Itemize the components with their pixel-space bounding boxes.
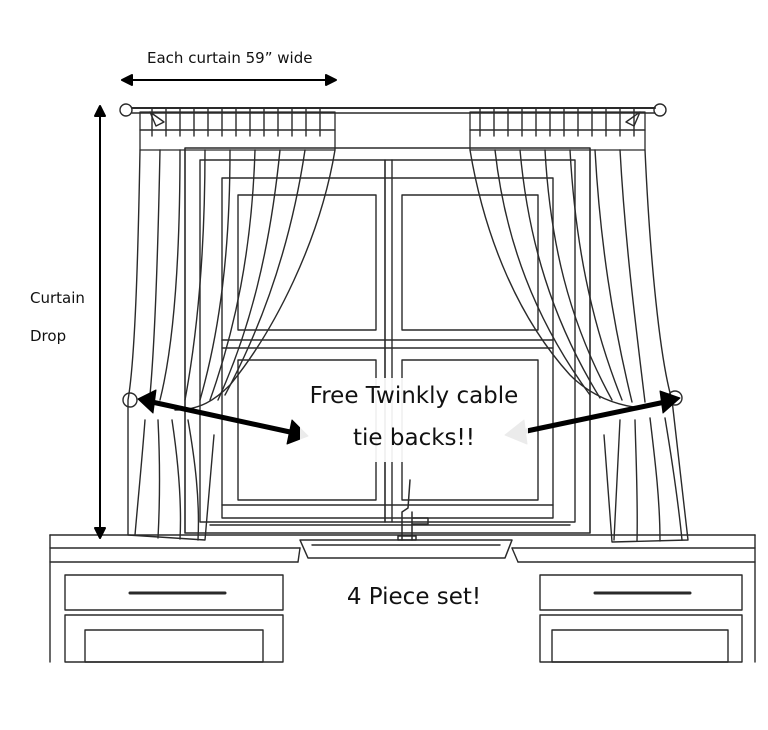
faucet-icon — [397, 479, 429, 541]
tieback-label-line2: tie backs!! — [353, 425, 475, 451]
kitchen-counter — [49, 534, 756, 663]
rod-finial-right-icon — [653, 103, 667, 117]
drop-dimension-arrow — [94, 105, 106, 539]
set-label: 4 Piece set! — [346, 584, 482, 610]
tieback-label-line1: Free Twinkly cable — [309, 383, 519, 409]
width-label: Each curtain 59” wide — [147, 49, 313, 67]
curtain-rod — [119, 103, 667, 127]
tieback-hook-left-icon — [122, 392, 138, 408]
window-frame — [184, 147, 591, 534]
tieback-arrow-right — [504, 390, 681, 445]
drop-label-line1: Curtain — [30, 289, 85, 307]
rod-finial-left-icon — [119, 103, 133, 117]
callout-backdrop — [300, 378, 528, 462]
tieback-arrow-left — [137, 389, 309, 445]
left-curtain — [127, 107, 336, 541]
width-dimension-arrow — [121, 74, 337, 86]
drop-label-line2: Drop — [30, 327, 67, 345]
right-curtain — [469, 107, 689, 543]
set-backdrop — [330, 575, 500, 619]
sink — [299, 539, 513, 559]
